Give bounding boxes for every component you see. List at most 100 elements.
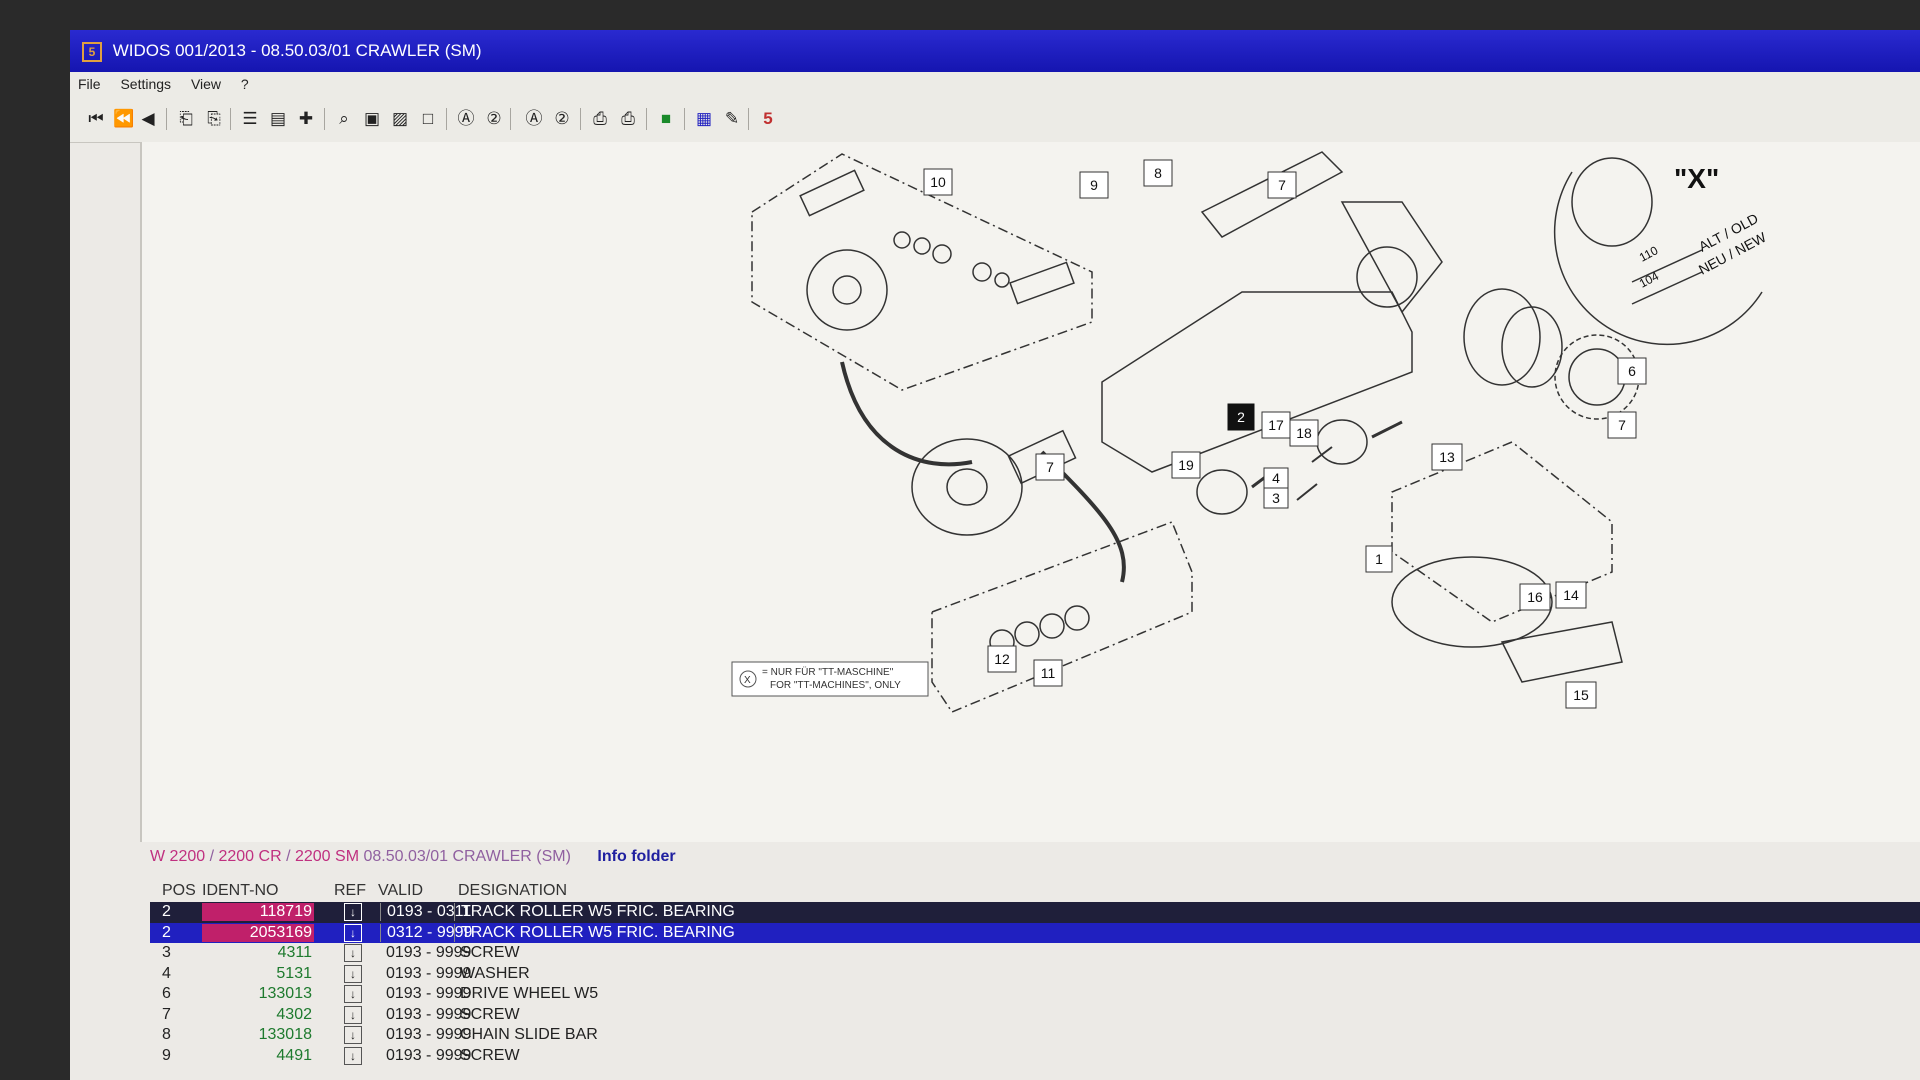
plus-icon[interactable]: ✚ (298, 109, 314, 128)
logo-icon[interactable]: 5 (763, 109, 773, 128)
ref-arrow-icon[interactable]: ↓ (344, 1005, 362, 1024)
first-icon[interactable]: ⏮ (88, 109, 104, 128)
callout-8: 8 (1143, 159, 1173, 187)
col-ref[interactable]: REF (334, 882, 366, 899)
callout-6: 6 (1617, 357, 1647, 385)
svg-text:13: 13 (1439, 449, 1455, 465)
menu-view[interactable]: View (190, 76, 222, 92)
callout-3: 3 (1263, 487, 1289, 509)
blank-page-icon[interactable]: □ (422, 109, 434, 128)
table-row[interactable]: 2 118719 ↓ 0193 - 0311 TRACK ROLLER W5 F… (150, 902, 1920, 923)
svg-text:4: 4 (1272, 470, 1280, 486)
rewind-icon[interactable]: ⏪ (113, 109, 135, 128)
table-row[interactable]: 3 4311 ↓ 0193 - 9999 SCREW (162, 944, 520, 962)
green-book-icon[interactable]: ■ (660, 109, 672, 128)
callout-10: 10 (923, 168, 953, 196)
detail-x-title: "X" (1674, 163, 1719, 194)
svg-text:6: 6 (1628, 363, 1636, 379)
circle-a2-icon[interactable]: Ⓐ (525, 109, 543, 128)
app-logo-icon: 5 (82, 41, 102, 62)
callout-7a: 7 (1267, 171, 1297, 199)
menu-settings[interactable]: Settings (120, 76, 172, 92)
svg-text:12: 12 (994, 651, 1010, 667)
svg-text:3: 3 (1272, 490, 1280, 506)
info-folder-link[interactable]: Info folder (597, 848, 676, 865)
svg-text:7: 7 (1046, 459, 1054, 475)
ref-arrow-icon[interactable]: ↓ (344, 944, 362, 962)
ref-arrow-icon[interactable]: ↓ (344, 923, 362, 942)
window-title: WIDOS 001/2013 - 08.50.03/01 CRAWLER (SM… (112, 41, 482, 60)
menu-bar: File Settings View ? (70, 72, 1920, 98)
callout-19: 19 (1171, 451, 1201, 479)
doc-forward-icon[interactable]: ⎘ (207, 109, 221, 128)
ref-arrow-icon[interactable]: ↓ (344, 1046, 362, 1065)
menu-file[interactable]: File (78, 76, 101, 92)
table-row[interactable]: 2 2053169 ↓ 0312 - 9999 TRACK ROLLER W5 … (150, 922, 1920, 943)
crumb-section: 08.50.03/01 CRAWLER (SM) (359, 848, 571, 865)
breadcrumb: W 2200 / 2200 CR / 2200 SM 08.50.03/01 C… (150, 848, 676, 865)
crumb-2200cr[interactable]: 2200 CR (218, 848, 282, 865)
callout-17: 17 (1261, 411, 1291, 439)
page-icon[interactable]: ▣ (363, 109, 381, 128)
svg-text:1: 1 (1375, 551, 1383, 567)
svg-text:7: 7 (1278, 177, 1286, 193)
svg-text:FOR "TT-MACHINES", ONLY: FOR "TT-MACHINES", ONLY (770, 680, 901, 691)
crumb-w2200[interactable]: W 2200 (150, 848, 206, 865)
parts-drawing: 10 9 8 7 6 7 17 18 19 4 3 7 13 1 16 14 1… (731, 151, 1769, 713)
tt-machine-note: X = NUR FÜR "TT-MASCHINE" FOR "TT-MACHIN… (731, 661, 929, 697)
toolbar: ⏮ ⏪ ◀ ⎗ ⎘ ☰ ▤ ✚ ⌕ ▣ ▨ □ Ⓐ ② Ⓐ ② ⎙ ⎙ ■ ▦ … (70, 98, 1920, 143)
table-row[interactable]: 4 5131 ↓ 0193 - 9999 WASHER (162, 964, 530, 983)
circle-2-icon[interactable]: ② (486, 109, 502, 128)
parts-table: POS IDENT-NO REF VALID DESIGNATION 2 118… (150, 878, 1920, 1066)
callout-11: 11 (1033, 659, 1063, 687)
svg-text:7: 7 (1618, 417, 1626, 433)
callout-2-selected: 2 (1227, 403, 1255, 431)
notes-icon[interactable]: ▤ (269, 109, 287, 128)
col-valid[interactable]: VALID (378, 882, 424, 899)
print-icon[interactable]: ⎙ (593, 109, 607, 128)
app-window: 5 WIDOS 001/2013 - 08.50.03/01 CRAWLER (… (70, 30, 1920, 1080)
list-icon[interactable]: ☰ (242, 109, 258, 128)
callout-4: 4 (1263, 467, 1289, 489)
table-row[interactable]: 6 133013 ↓ 0193 - 9999 DRIVE WHEEL W5 (162, 985, 599, 1003)
dim-old-label: 110 (1637, 243, 1661, 264)
callout-13: 13 (1431, 443, 1463, 471)
svg-text:11: 11 (1041, 665, 1056, 681)
col-pos[interactable]: POS (162, 882, 196, 899)
svg-text:18: 18 (1296, 425, 1312, 441)
svg-text:15: 15 (1573, 687, 1589, 703)
callout-14: 14 (1555, 581, 1587, 609)
doc-back-icon[interactable]: ⎗ (179, 109, 193, 128)
svg-text:17: 17 (1268, 417, 1284, 433)
col-ident[interactable]: IDENT-NO (202, 882, 279, 899)
svg-text:10: 10 (930, 174, 946, 190)
callout-15: 15 (1565, 681, 1597, 709)
print-alt-icon[interactable]: ⎙ (621, 109, 635, 128)
zoom-icon[interactable]: ⌕ (339, 109, 349, 128)
col-designation[interactable]: DESIGNATION (458, 882, 568, 899)
table-header: POS IDENT-NO REF VALID DESIGNATION (150, 878, 1920, 902)
circle-a-icon[interactable]: Ⓐ (457, 109, 475, 128)
svg-text:19: 19 (1178, 457, 1194, 473)
menu-help[interactable]: ? (240, 76, 249, 92)
callout-7b: 7 (1607, 411, 1637, 439)
table-row[interactable]: 8 133018 ↓ 0193 - 9999 CHAIN SLIDE BAR (162, 1026, 598, 1044)
ref-arrow-icon[interactable]: ↓ (344, 964, 362, 983)
svg-text:= NUR FÜR "TT-MASCHINE": = NUR FÜR "TT-MASCHINE" (762, 666, 894, 678)
table-row[interactable]: 9 4491 ↓ 0193 - 9999 SCREW (162, 1046, 520, 1065)
ref-arrow-icon[interactable]: ↓ (344, 985, 362, 1003)
table-row[interactable]: 7 4302 ↓ 0193 - 9999 SCREW (162, 1005, 520, 1024)
eraser-icon[interactable]: ✎ (724, 109, 740, 128)
callout-7c: 7 (1035, 453, 1065, 481)
page-alt-icon[interactable]: ▨ (391, 109, 409, 128)
callout-1: 1 (1365, 545, 1393, 573)
svg-text:8: 8 (1154, 165, 1162, 181)
prev-icon[interactable]: ◀ (141, 109, 155, 128)
ref-arrow-icon[interactable]: ↓ (344, 903, 362, 921)
blue-grid-icon[interactable]: ▦ (695, 109, 713, 128)
ref-arrow-icon[interactable]: ↓ (344, 1026, 362, 1044)
svg-text:2: 2 (1237, 409, 1245, 425)
crumb-2200sm[interactable]: 2200 SM (294, 848, 360, 865)
circle-2b-icon[interactable]: ② (554, 109, 570, 128)
callout-9: 9 (1079, 171, 1109, 199)
